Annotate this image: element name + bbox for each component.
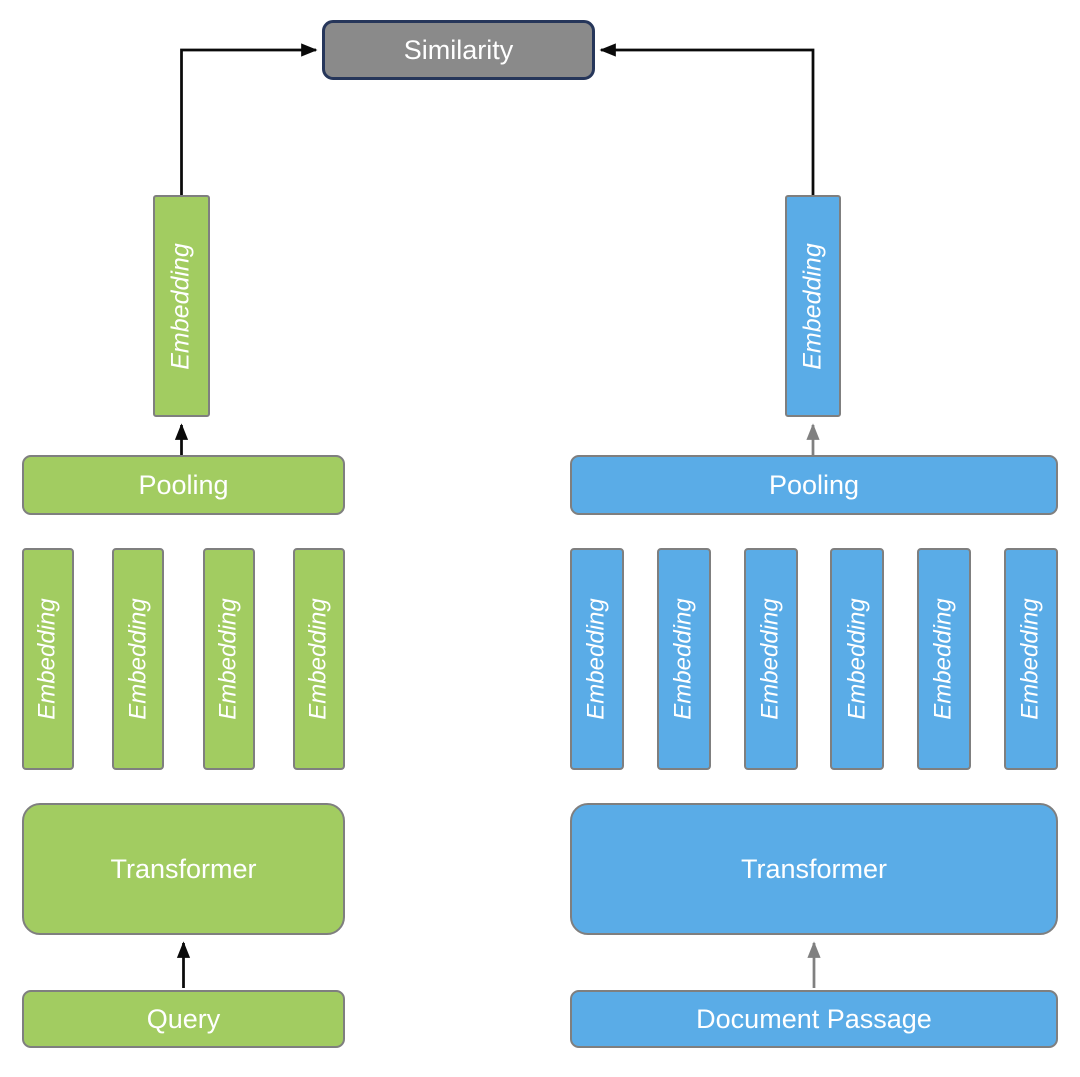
document-input-label: Document Passage (696, 1003, 932, 1034)
document-token-embedding-box: Embedding (656, 548, 711, 770)
document-token-embedding-box: Embedding (830, 548, 885, 770)
document-transformer-label: Transformer (740, 853, 888, 884)
document-token-embedding-label: Embedding (930, 598, 958, 720)
query-token-embedding-box: Embedding (22, 548, 74, 770)
document-token-embedding-box: Embedding (570, 548, 624, 770)
query-token-embeddings-row: Embedding Embedding Embedding Embedding (22, 548, 345, 770)
document-input-box: Document Passage (570, 990, 1058, 1048)
query-token-embedding-label: Embedding (214, 598, 242, 720)
query-pooling-box: Pooling (22, 455, 345, 515)
query-transformer-label: Transformer (110, 853, 257, 884)
query-token-embedding-label: Embedding (304, 598, 332, 720)
document-sentence-embedding-label: Embedding (798, 242, 827, 370)
document-pooling-label: Pooling (768, 469, 860, 500)
document-pooling-box: Pooling (570, 455, 1058, 515)
document-token-embedding-label: Embedding (843, 598, 871, 720)
document-token-embedding-box: Embedding (1003, 548, 1058, 770)
query-input-box: Query (22, 990, 345, 1048)
similarity-label: Similarity (403, 34, 514, 65)
similarity-box: Similarity (322, 20, 595, 80)
document-token-embedding-label: Embedding (669, 598, 697, 720)
query-sentence-embedding-label: Embedding (167, 242, 196, 370)
query-token-embedding-label: Embedding (124, 598, 152, 720)
arrow-query-embedding-to-similarity (180, 43, 318, 195)
document-token-embedding-box: Embedding (917, 548, 972, 770)
document-token-embedding-label: Embedding (1016, 598, 1044, 720)
document-token-embedding-label: Embedding (756, 598, 784, 720)
query-input-label: Query (146, 1003, 221, 1034)
document-sentence-embedding-box: Embedding (785, 195, 841, 417)
query-sentence-embedding-box: Embedding (153, 195, 210, 417)
query-token-embedding-label: Embedding (34, 598, 62, 720)
query-token-embedding-box: Embedding (112, 548, 165, 770)
query-token-embedding-box: Embedding (202, 548, 255, 770)
query-transformer-box: Transformer (22, 803, 345, 935)
document-transformer-box: Transformer (570, 803, 1058, 935)
query-token-embedding-box: Embedding (292, 548, 345, 770)
document-token-embedding-label: Embedding (583, 598, 611, 720)
arrow-document-embedding-to-similarity (599, 43, 815, 195)
document-token-embeddings-row: Embedding Embedding Embedding Embedding … (570, 548, 1058, 770)
document-token-embedding-box: Embedding (743, 548, 798, 770)
query-pooling-label: Pooling (138, 469, 229, 500)
